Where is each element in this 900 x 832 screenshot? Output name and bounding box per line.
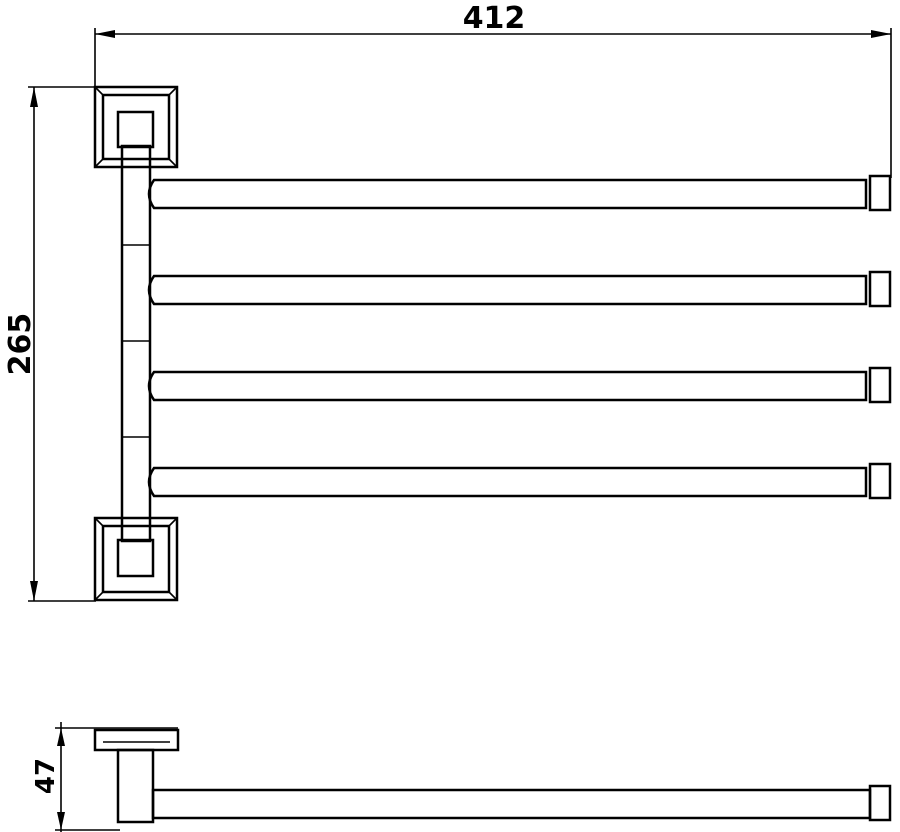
swing-arm-2 <box>147 270 892 308</box>
pivot-post <box>120 144 152 543</box>
side-view: 47 <box>31 722 892 832</box>
height-dimension-label: 265 <box>3 313 38 376</box>
side-wall-plate <box>93 728 180 752</box>
width-dimension-label: 412 <box>463 1 526 36</box>
side-post <box>116 748 155 824</box>
swing-arm-4 <box>147 462 892 500</box>
height-dimension: 265 <box>3 86 96 602</box>
bottom-wall-flange <box>93 516 179 602</box>
side-arm <box>151 784 892 822</box>
width-dimension: 412 <box>94 1 892 178</box>
swing-arm-3 <box>147 366 892 404</box>
depth-dimension: 47 <box>31 722 178 832</box>
swing-arm-1 <box>147 174 892 212</box>
front-view: 412 265 <box>3 1 892 602</box>
depth-dimension-label: 47 <box>31 758 61 794</box>
top-wall-flange <box>93 85 179 169</box>
